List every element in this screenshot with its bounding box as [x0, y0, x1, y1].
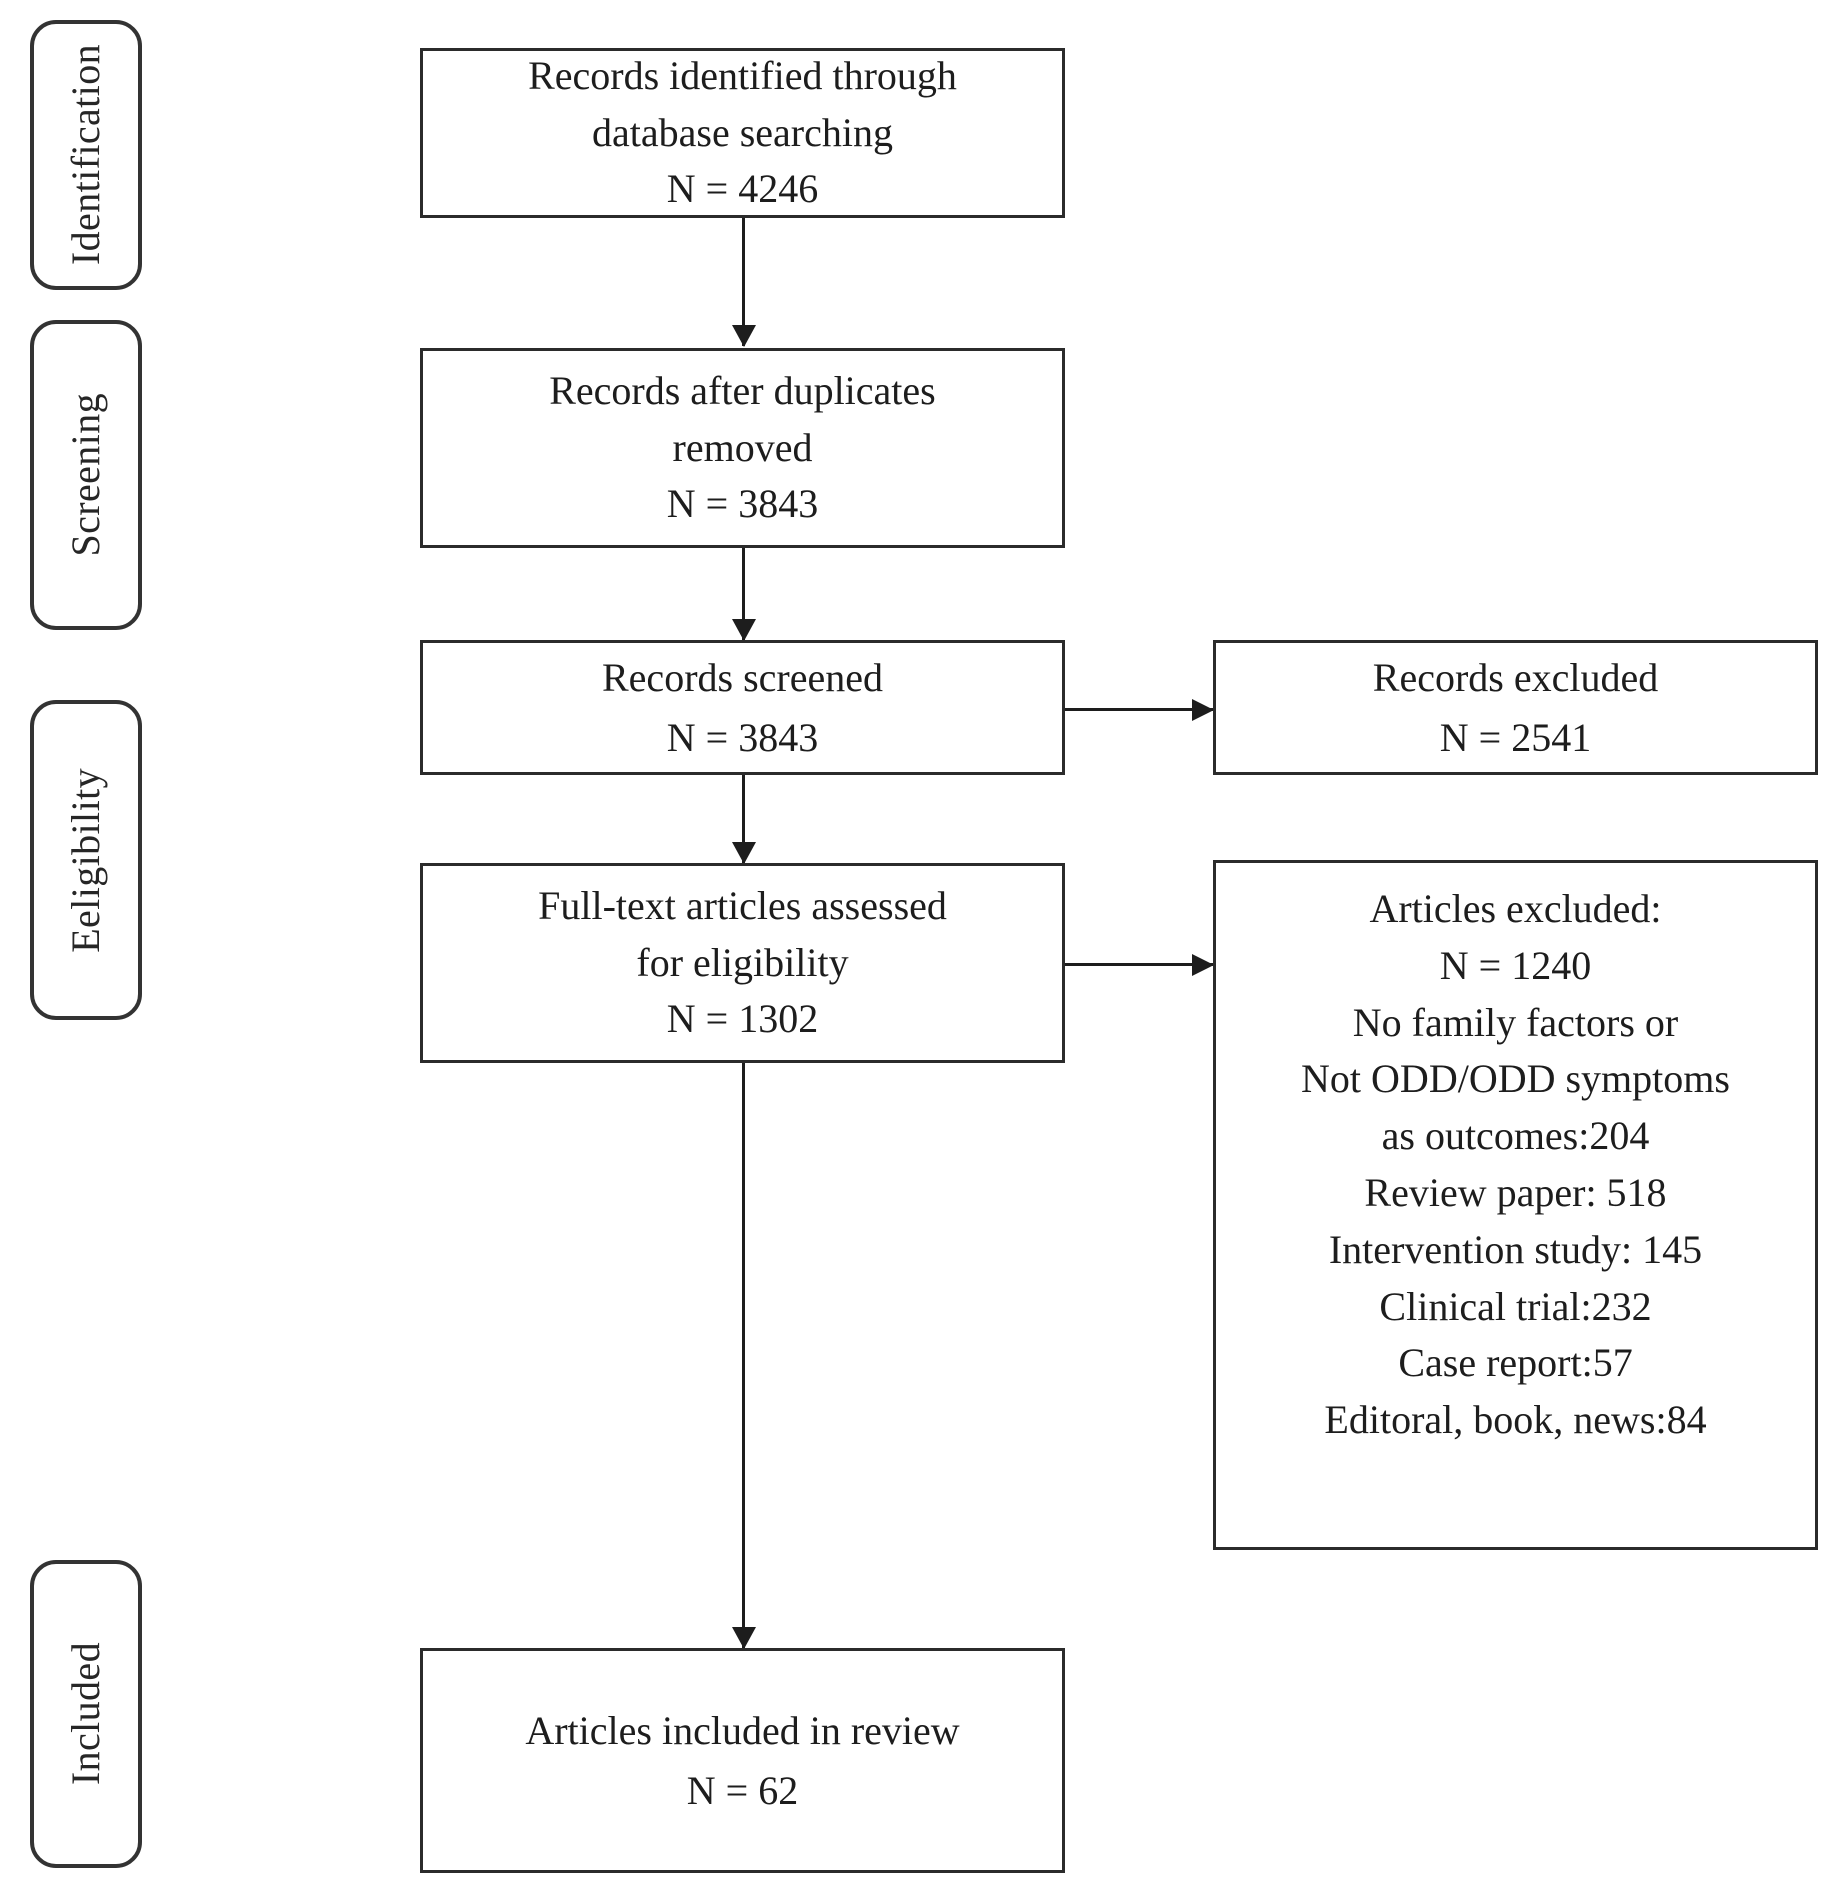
box-articles-excluded-line-5: as outcomes:204: [1381, 1113, 1650, 1159]
box-records-screened-line-2: N = 3843: [666, 714, 819, 760]
box-full-text-assessed-line-1: Full-text articles assessed: [538, 882, 947, 928]
box-articles-excluded-line-6: Review paper: 518: [1364, 1169, 1667, 1215]
box-full-text-assessed: Full-text articles assessed for eligibil…: [420, 863, 1065, 1063]
box-full-text-assessed-line-3: N = 1302: [666, 996, 819, 1042]
box-articles-excluded-line-2: N = 1240: [1439, 942, 1592, 988]
box-records-after-duplicates-line-2: removed: [672, 424, 813, 470]
stage-label-screening: Screening: [30, 320, 142, 630]
box-articles-excluded-line-1: Articles excluded:: [1369, 886, 1662, 931]
box-articles-excluded-line-7: Intervention study: 145: [1328, 1226, 1703, 1272]
box-articles-excluded-line-10: Editoral, book, news:84: [1324, 1397, 1707, 1443]
box-records-excluded-line-2: N = 2541: [1439, 714, 1592, 760]
stage-label-eligibility-text: Eeligibility: [63, 767, 108, 953]
box-articles-excluded-line-9: Case report:57: [1398, 1340, 1633, 1386]
box-records-identified-line-1: Records identified through: [528, 52, 957, 98]
stage-label-eligibility: Eeligibility: [30, 700, 142, 1020]
arrow-screened-to-fulltext: [732, 775, 756, 864]
box-records-screened-line-1: Records screened: [602, 654, 883, 700]
box-full-text-assessed-line-2: for eligibility: [636, 939, 849, 985]
arrow-duplicates-to-screened: [732, 548, 756, 641]
stage-label-included: Included: [30, 1560, 142, 1868]
box-articles-excluded-line-4: Not ODD/ODD symptoms: [1301, 1056, 1730, 1102]
box-records-identified: Records identified through database sear…: [420, 48, 1065, 218]
box-records-identified-line-2: database searching: [592, 109, 893, 155]
box-records-after-duplicates: Records after duplicates removed N = 384…: [420, 348, 1065, 548]
stage-label-included-text: Included: [63, 1642, 108, 1786]
arrow-screened-to-excluded: [1065, 699, 1214, 721]
arrow-fulltext-to-included: [732, 1063, 756, 1649]
box-articles-excluded-line-3: No family factors or: [1352, 999, 1679, 1045]
box-articles-excluded: Articles excluded: N = 1240 No family fa…: [1213, 860, 1818, 1550]
box-articles-included-line-2: N = 62: [686, 1767, 799, 1813]
box-records-screened: Records screened N = 3843: [420, 640, 1065, 775]
box-records-after-duplicates-line-3: N = 3843: [666, 481, 819, 527]
stage-label-screening-text: Screening: [63, 393, 108, 557]
stage-label-identification: Identification: [30, 20, 142, 290]
box-articles-included-line-1: Articles included in review: [525, 1707, 960, 1753]
box-articles-excluded-line-8: Clinical trial:232: [1379, 1283, 1652, 1329]
arrow-fulltext-to-articles-excluded: [1065, 954, 1214, 976]
box-records-excluded: Records excluded N = 2541: [1213, 640, 1818, 775]
box-articles-included: Articles included in review N = 62: [420, 1648, 1065, 1873]
stage-label-identification-text: Identification: [63, 44, 108, 266]
box-records-after-duplicates-line-1: Records after duplicates: [549, 367, 936, 413]
arrow-identified-to-duplicates: [732, 218, 756, 347]
box-records-identified-line-3: N = 4246: [666, 166, 819, 212]
box-records-excluded-line-1: Records excluded: [1372, 654, 1659, 700]
